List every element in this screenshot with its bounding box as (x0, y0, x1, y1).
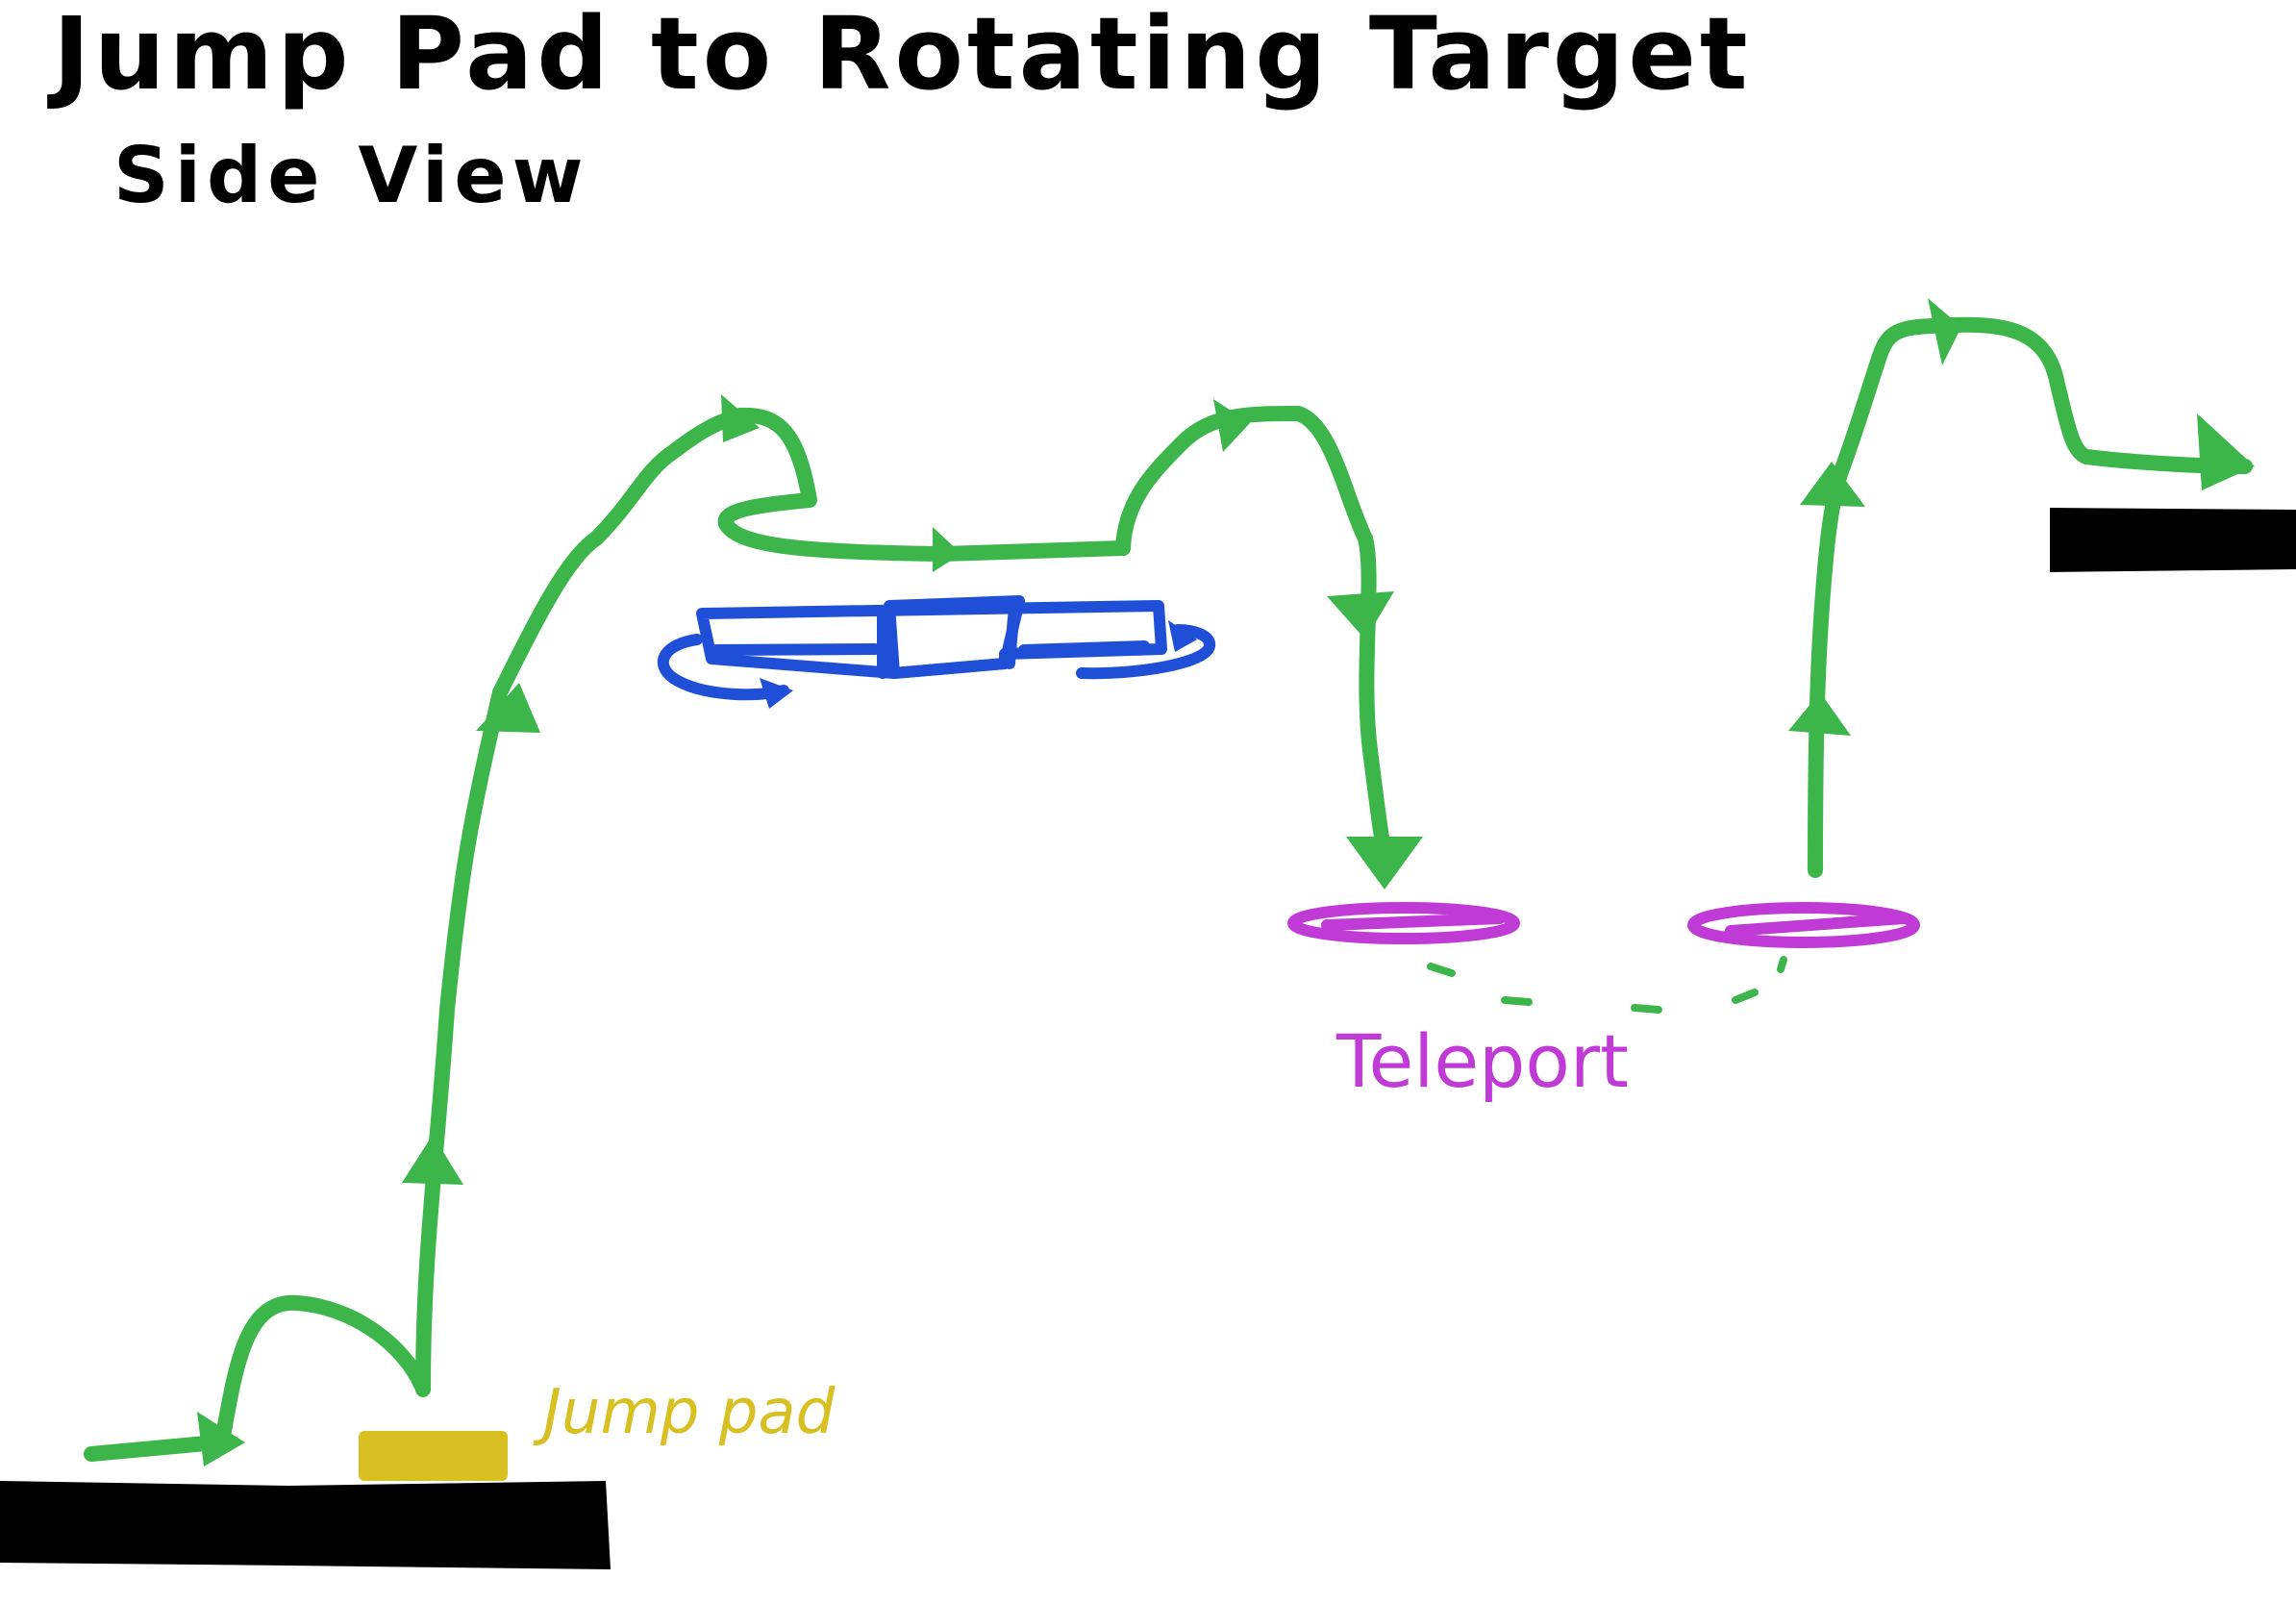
arrow-head (1928, 298, 1961, 365)
jump-pad (359, 1431, 508, 1481)
arrow-head (1346, 837, 1423, 890)
path-arrows (197, 298, 2255, 1466)
ground-platform-left (0, 1481, 611, 1569)
rotating-target (657, 595, 1215, 701)
arrow-head (476, 683, 540, 733)
diagram-title: Jump Pad to Rotating Target (47, 0, 1752, 113)
arrow-head (933, 527, 961, 572)
arrow-head (721, 394, 760, 442)
rotation-arrow-left (657, 634, 789, 701)
jump-pad-label: Jump pad (533, 1377, 836, 1448)
rotation-arrowhead (760, 678, 793, 709)
teleport-pad-entry (1287, 902, 1520, 944)
rotation-arrow-right (1076, 624, 1215, 680)
player-path (84, 316, 2253, 1462)
arrow-head (1327, 591, 1394, 639)
diagram-subtitle: Side View (113, 131, 589, 220)
arrow-head (2197, 414, 2255, 490)
arrow-head (197, 1412, 245, 1466)
rotating-beam (696, 600, 1167, 679)
arrow-head (1213, 399, 1250, 452)
teleport-pad-exit (1687, 902, 1920, 948)
arrow-head (1788, 692, 1851, 736)
arrow-head (402, 1135, 463, 1185)
arrow-head (1800, 462, 1865, 507)
teleport-label: Teleport (1335, 1018, 1629, 1104)
teleport-pads (1287, 902, 1920, 948)
ground-platform-right (2050, 508, 2296, 572)
teleport-link (1427, 956, 1787, 1014)
rotation-arrowhead (1168, 620, 1197, 652)
